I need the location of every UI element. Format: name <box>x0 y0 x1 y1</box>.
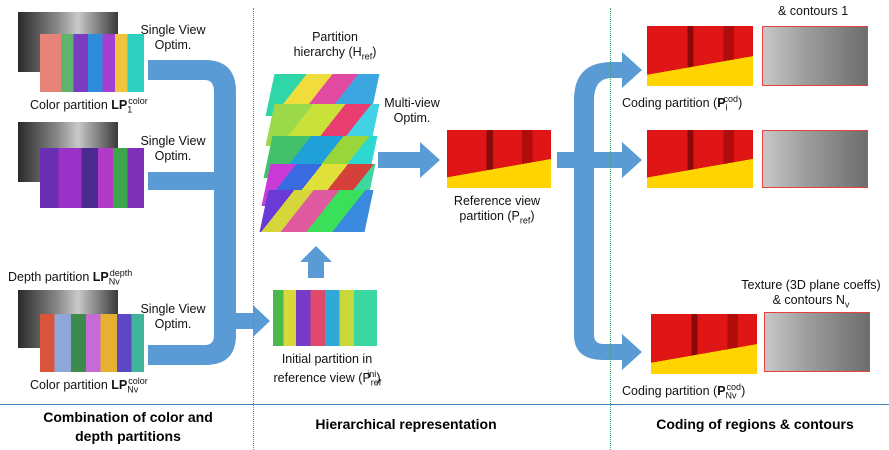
hierarchy-layer-5 <box>259 190 374 232</box>
coding-partition-image-nv <box>651 314 757 374</box>
coding-partition-image-2 <box>647 130 753 188</box>
color-partition-image-2 <box>40 148 144 208</box>
color-partition-1-label: Color partition LP1color <box>30 96 148 115</box>
hierarchy-label: Partition hierarchy (Href) <box>293 30 377 62</box>
separator-left <box>253 8 254 450</box>
depth-partition-label: Depth partition LPNvdepth <box>8 268 133 287</box>
arrow-up-hierarchy <box>300 246 332 278</box>
section-title-right: Coding of regions & contours <box>656 416 854 432</box>
arrow-to-middle-coding <box>594 142 642 178</box>
initial-partition-label: Initial partition in reference view (Pre… <box>273 352 382 388</box>
texture-label: Texture (3D plane coeffs) & contours Nv <box>741 278 881 310</box>
section-title-middle: Hierarchical representation <box>315 416 497 432</box>
merge-arrow-mid <box>148 172 228 190</box>
split-arrow <box>557 52 642 370</box>
coding-partition-nv-label: Coding partition (PNvcod) <box>622 382 746 401</box>
reference-partition-label: Reference view partition (Pref) <box>453 194 541 226</box>
arrow-to-reference <box>378 142 440 178</box>
initial-partition-image <box>273 290 377 346</box>
bottom-separator-line <box>0 404 889 405</box>
color-partition-nv-label: Color partition LPNvcolor <box>30 376 148 395</box>
coding-partition-1-label: Coding partition (Picod) <box>622 94 743 113</box>
contour-image-2 <box>762 130 868 188</box>
reference-partition-image <box>447 130 551 188</box>
contour-image-1 <box>762 26 868 86</box>
color-partition-image-1 <box>40 34 144 92</box>
color-partition-image-nv <box>40 314 144 372</box>
merge-arrow-bottom <box>148 310 236 365</box>
merge-arrow-top <box>148 60 236 335</box>
contours-1-caption: & contours 1 <box>778 4 849 18</box>
contour-image-nv <box>764 312 870 372</box>
separator-right <box>610 8 611 450</box>
coding-partition-image-1 <box>647 26 753 86</box>
